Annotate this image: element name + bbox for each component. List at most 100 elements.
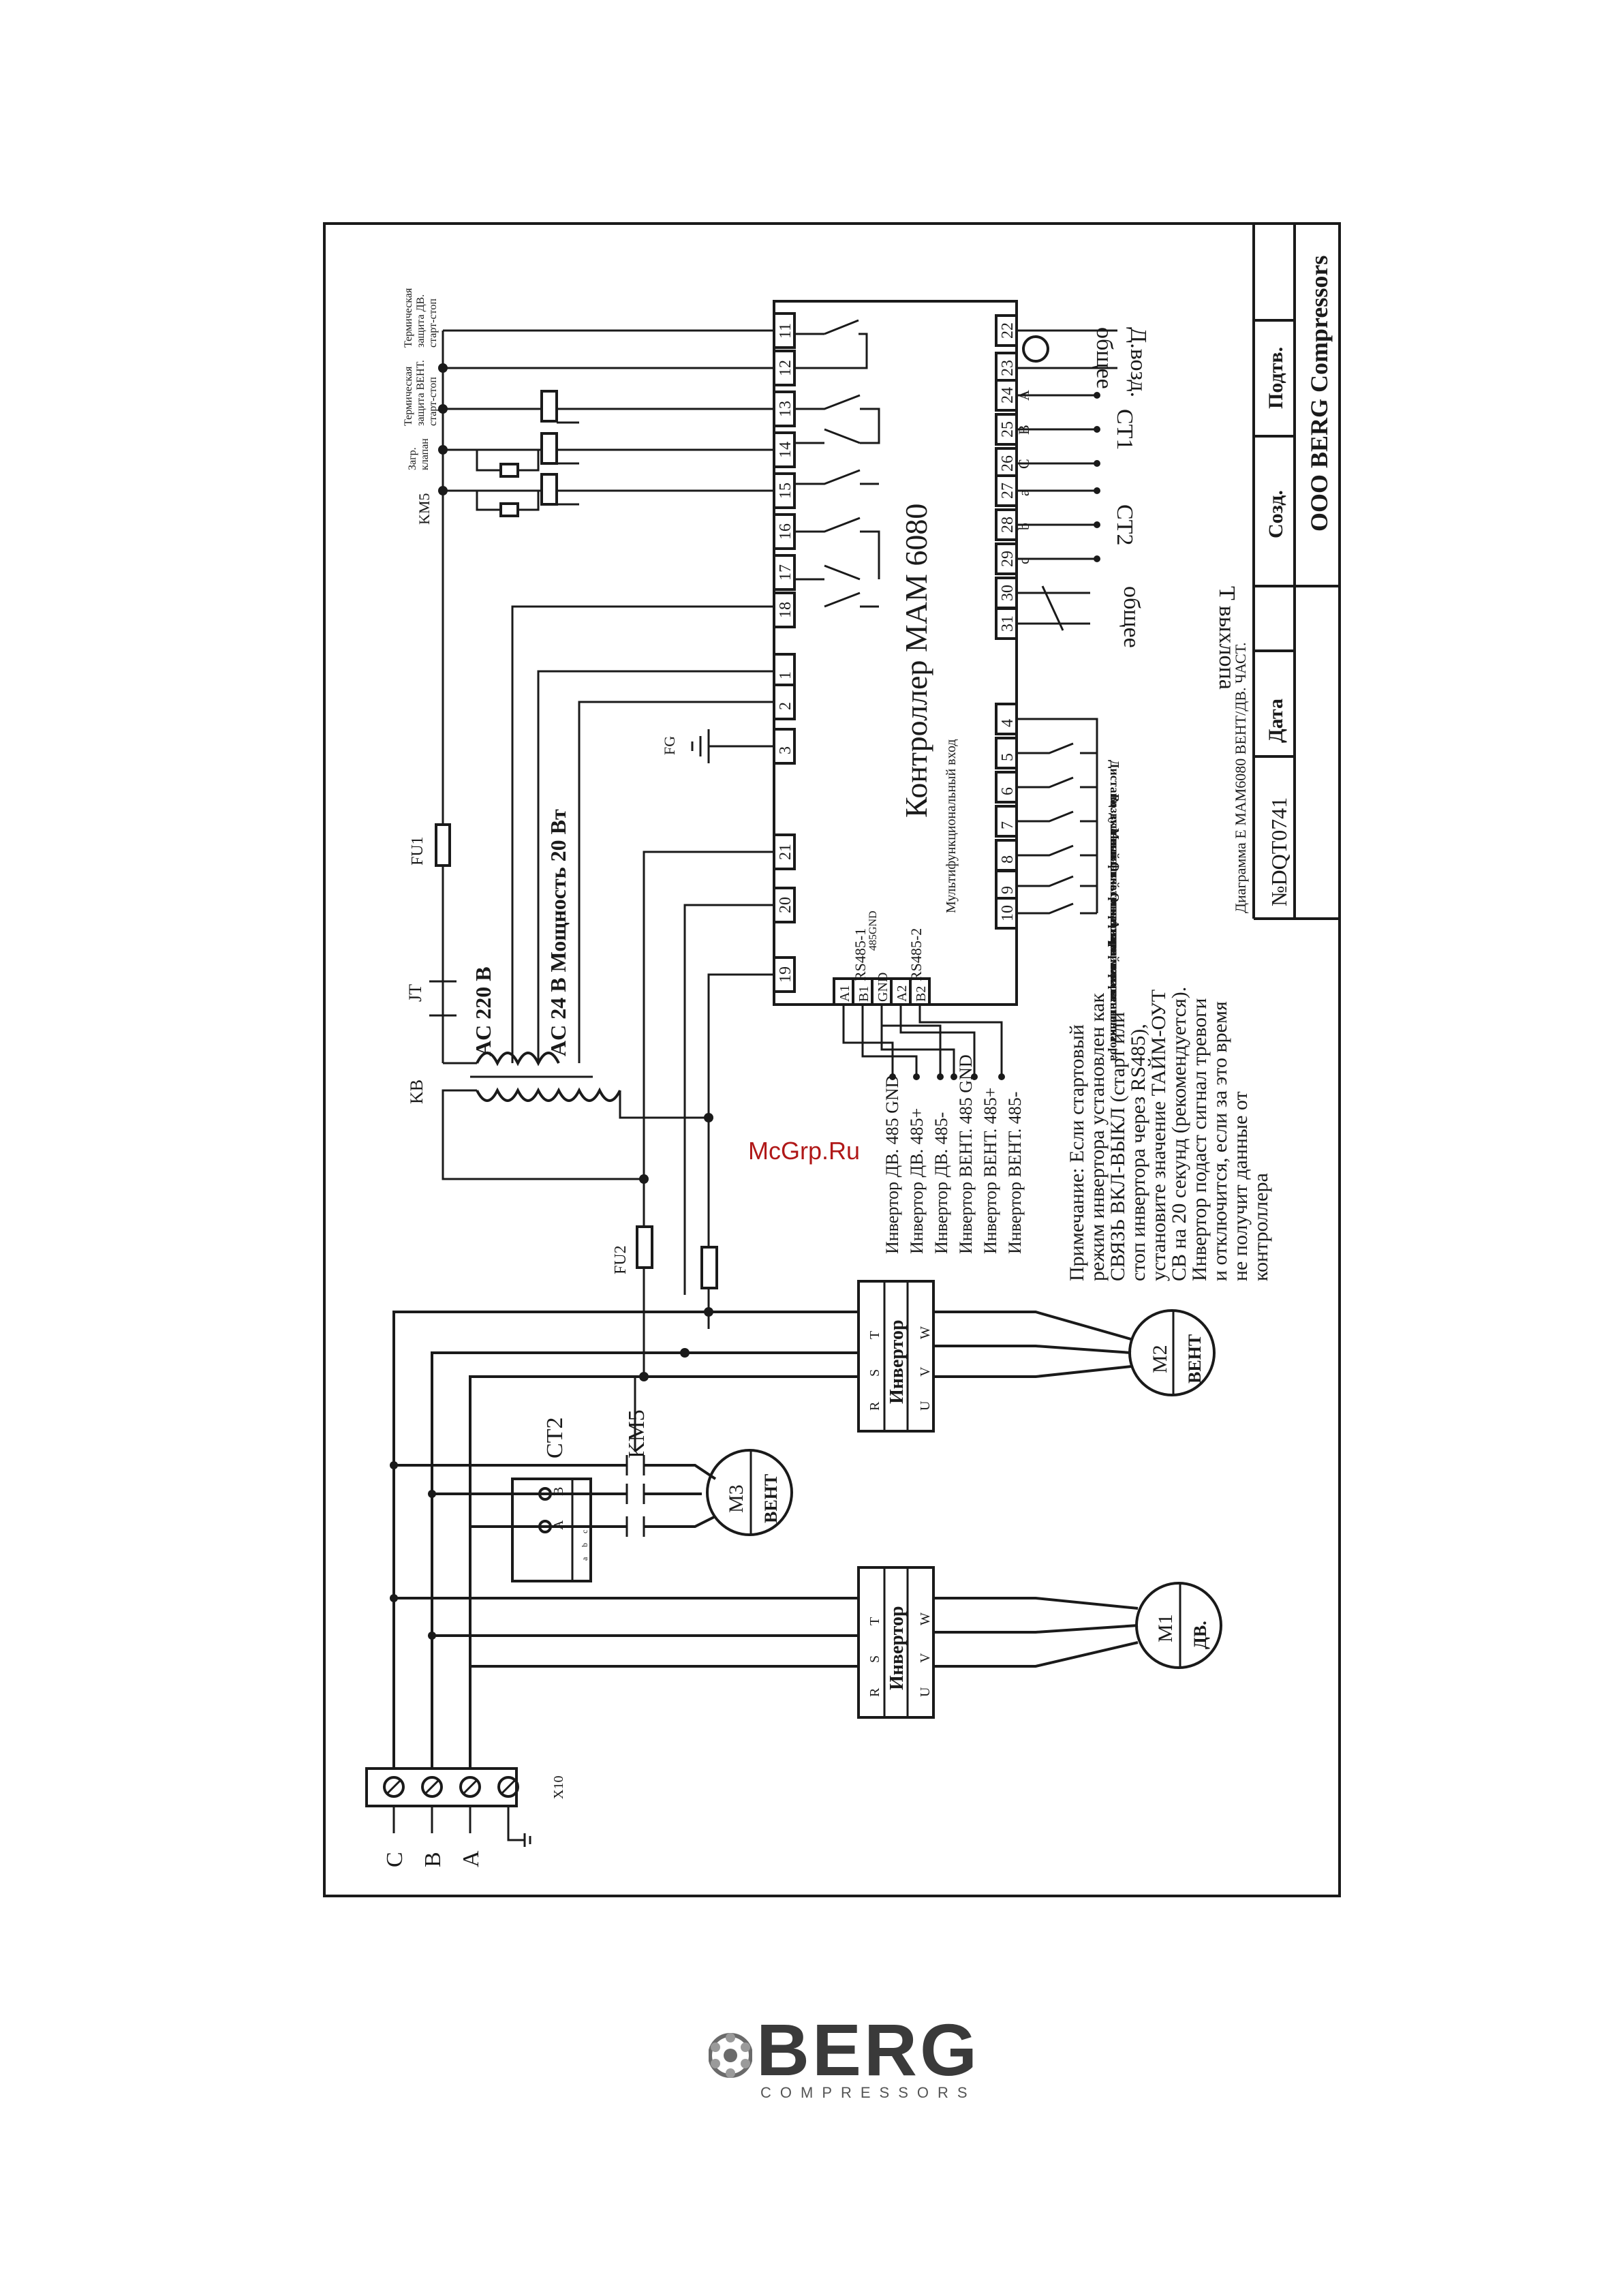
fan-inverter-label: Инвертор <box>886 1319 908 1404</box>
note-line: не получит данные от <box>1229 1091 1252 1281</box>
input-label: Отказ инвертора вентилятора <box>1108 893 1122 1061</box>
rs485-line-label: Инвертор ВЕНТ. 485+ <box>980 1088 1000 1254</box>
terminal-label: 20 <box>777 897 794 913</box>
ct2-pin-a: A <box>551 1520 566 1530</box>
ct2-small-a: a <box>580 1557 589 1561</box>
title-block-company: OOO BERG Compressors <box>1305 256 1333 532</box>
title-block: Диаграмма E MAM6080 ВЕНТ/ДВ. ЧАСТ. №DQT0… <box>1232 224 1340 920</box>
terminal-label: 22 <box>999 322 1017 339</box>
ct2-small-c: c <box>580 1530 589 1533</box>
inverter-in-pin: T <box>867 1331 882 1339</box>
terminal-label: 31 <box>999 615 1017 632</box>
terminal-1 <box>773 653 796 690</box>
supply-wires: FG FU1 JT KB AC 220 В AC 24 В Мощность 2… <box>405 605 774 1295</box>
m3-sub-label: ВЕНТ <box>761 1474 781 1523</box>
inverter-out-pin: U <box>918 1400 933 1411</box>
note-line: Инвертор подаст сигнал тревоги <box>1188 998 1211 1281</box>
terminal-label: 17 <box>777 564 794 581</box>
temp-common-label: общее <box>1119 586 1144 648</box>
terminal-label: 10 <box>999 905 1017 921</box>
terminal-30 <box>995 577 1018 609</box>
fan-inverter <box>857 1280 935 1433</box>
input-label: Аварийная остановка <box>1108 920 1122 1042</box>
relay-contacts <box>794 319 880 608</box>
terminal-label: 30 <box>999 585 1017 601</box>
terminal-22 <box>995 314 1018 347</box>
terminal-label: 15 <box>777 483 794 499</box>
fan-motor-m3 <box>706 1449 793 1536</box>
terminal-label: 21 <box>777 844 794 860</box>
terminal-label: 6 <box>999 787 1017 795</box>
note-line: контроллера <box>1250 1173 1272 1281</box>
note-line: и отключится, если за это время <box>1209 1001 1231 1281</box>
fg-label: FG <box>661 736 678 755</box>
phase-letter: c <box>1015 557 1032 564</box>
drawing-frame <box>323 222 1341 1897</box>
terminal-label: 12 <box>777 360 794 376</box>
thermal-motor-label-2: защита ДВ. <box>415 294 427 348</box>
title-block-created: Созд. <box>1265 490 1287 538</box>
terminal-3 <box>773 728 796 765</box>
fu1-label: FU1 <box>409 836 427 866</box>
terminal-8 <box>995 839 1018 872</box>
pin-b1 <box>852 977 874 1006</box>
ct1-label: CT1 <box>1112 409 1137 450</box>
motor-inverter-label: Инвертор <box>886 1606 908 1690</box>
terminal-17 <box>773 554 796 591</box>
terminal-label: 3 <box>777 746 794 754</box>
inverter-out-pin: W <box>918 1326 933 1339</box>
ac220-label: AC 220 В <box>471 966 495 1056</box>
berg-logo: BERG COMPRESSORS <box>709 2013 1008 2106</box>
note-line: CB на 20 секунд (рекомендуется). <box>1168 987 1190 1281</box>
terminal-5 <box>995 737 1018 769</box>
terminal-2 <box>773 684 796 720</box>
controller-title: Контроллер MAM 6080 <box>899 504 933 818</box>
rs485-gnd-label: 485GND <box>867 910 879 951</box>
phase-b-label: B <box>420 1852 446 1867</box>
terminal-label: 11 <box>777 323 794 339</box>
rs485-2-label: RS485-2 <box>908 928 925 981</box>
terminal-label: 18 <box>777 602 794 618</box>
terminal-label: 5 <box>999 753 1017 761</box>
terminal-label: 25 <box>999 421 1017 438</box>
watermark: McGrp.Ru <box>748 1137 861 1165</box>
rs485-line-label: Инвертор ДВ. 485- <box>931 1112 951 1254</box>
title-block-drawing: Диаграмма E MAM6080 ВЕНТ/ДВ. ЧАСТ. <box>1232 643 1249 913</box>
terminal-label: 24 <box>999 387 1017 403</box>
fan-motor-m2 <box>1128 1309 1216 1396</box>
pin-label: A2 <box>895 985 910 1002</box>
pin-label: B1 <box>856 986 871 1002</box>
inverter-in-pin: S <box>867 1369 882 1377</box>
logo-word: BERG <box>756 2008 980 2091</box>
rs485-line-label: Инвертор ВЕНТ. 485 GND <box>956 1054 976 1254</box>
rs485-line-label: Инвертор ВЕНТ. 485- <box>1005 1092 1025 1254</box>
phase-a-label: A <box>459 1850 484 1867</box>
terminal-label: 23 <box>999 360 1017 376</box>
terminal-label: 13 <box>777 401 794 417</box>
inverter-in-pin: R <box>867 1401 882 1411</box>
inverter-in-pin: R <box>867 1687 882 1697</box>
rs485-1-label: RS485-1 <box>852 928 869 981</box>
ct2-small-b: b <box>580 1543 589 1547</box>
terminal-label: 27 <box>999 483 1017 499</box>
m1-sub-label: ДВ. <box>1190 1621 1210 1649</box>
terminal-label: 4 <box>999 719 1017 727</box>
inverter-in-pin: T <box>867 1617 882 1625</box>
title-block-number: №DQT0741 <box>1267 797 1291 906</box>
thermal-fan-label-2: защита ВЕНТ. <box>415 360 427 426</box>
m3-label: M3 <box>725 1484 747 1513</box>
terminal-13 <box>773 391 796 427</box>
terminal-label: 26 <box>999 455 1017 472</box>
berg-logo-icon <box>709 2033 752 2078</box>
compressor-motor-m1 <box>1135 1582 1222 1669</box>
terminal-label: 1 <box>777 671 794 679</box>
motor-inverter <box>857 1566 935 1719</box>
logo-sub: COMPRESSORS <box>760 2084 976 2101</box>
terminal-25 <box>995 413 1018 446</box>
